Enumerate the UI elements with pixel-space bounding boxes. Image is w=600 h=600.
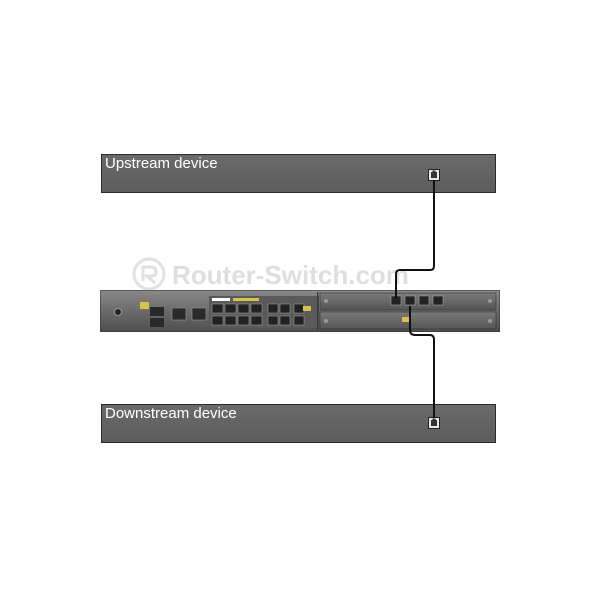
watermark-logo-icon xyxy=(132,257,166,291)
upstream-cable xyxy=(395,180,435,298)
upstream-device: Upstream device xyxy=(101,154,496,193)
router-chassis xyxy=(100,290,500,332)
watermark-text: Router-Switch.com xyxy=(172,260,409,290)
downstream-cable xyxy=(409,306,435,418)
upstream-device-label: Upstream device xyxy=(105,155,218,172)
downstream-device: Downstream device xyxy=(101,404,496,443)
downstream-device-label: Downstream device xyxy=(105,405,237,422)
